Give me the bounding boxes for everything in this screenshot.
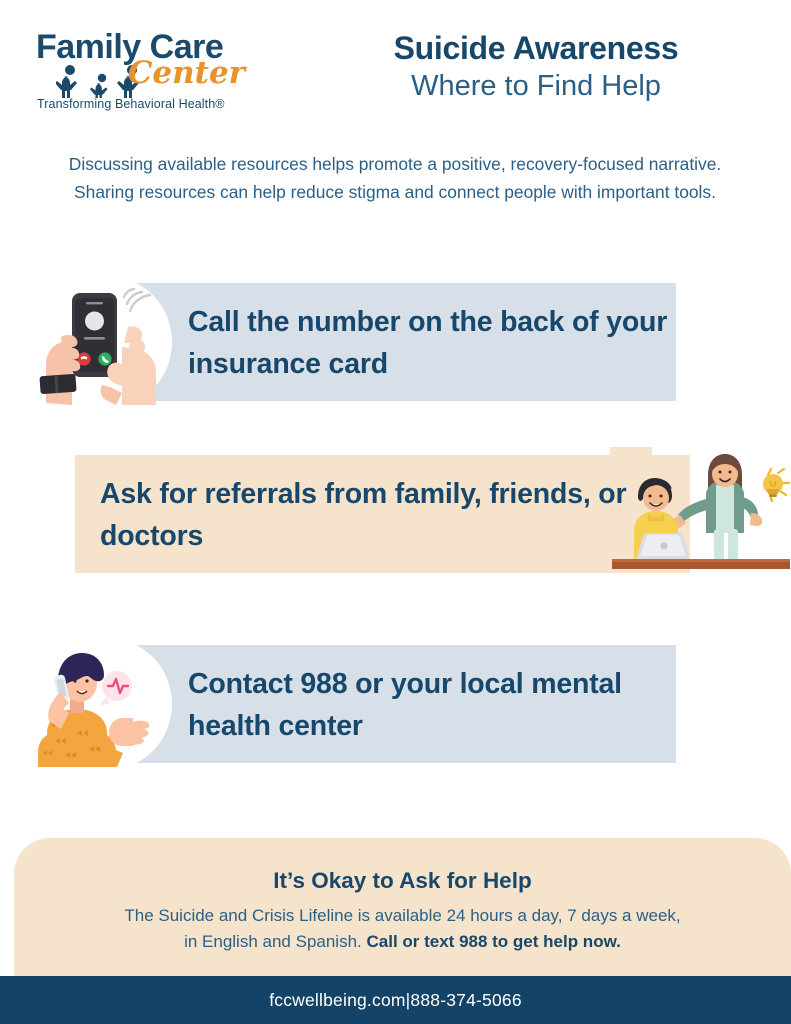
tip-card-referrals: Ask for referrals from family, friends, …: [75, 447, 791, 573]
page-footer: fccwellbeing.com | 888-374-5066: [0, 976, 791, 1024]
logo-tagline: Transforming Behavioral Health®: [37, 97, 225, 111]
tip-card-text: Contact 988 or your local mental health …: [188, 668, 622, 743]
tip-card-988: Contact 988 or your local mental health …: [38, 639, 676, 769]
footer-website[interactable]: fccwellbeing.com: [269, 989, 406, 1010]
tip-card-band: [110, 645, 676, 763]
help-callout: It’s Okay to Ask for Help The Suicide an…: [14, 838, 791, 976]
page-title-sub: Where to Find Help: [411, 69, 661, 102]
callout-line-2-bold: Call or text 988 to get help now.: [366, 932, 621, 952]
tip-card-text: Ask for referrals from family, friends, …: [100, 478, 627, 553]
footer-separator: |: [405, 989, 411, 1010]
tip-card-band: [110, 283, 676, 401]
page-title-main: Suicide Awareness: [393, 30, 679, 66]
callout-title: It’s Okay to Ask for Help: [273, 868, 532, 893]
person-on-phone-call-illustration: [38, 653, 150, 767]
hands-holding-phone-incoming-call-illustration: [39, 287, 156, 405]
intro-paragraph: Discussing available resources helps pro…: [68, 154, 722, 203]
logo-text-family-care: Family Care: [36, 28, 224, 66]
callout-line-2-normal: in English and Spanish.: [184, 932, 367, 952]
callout-body: The Suicide and Crisis Lifeline is avail…: [14, 903, 791, 956]
footer-phone[interactable]: 888-374-5066: [410, 989, 522, 1010]
three-people-figures-icon: [56, 65, 139, 98]
page-header: Family Care Center Transforming Behavior…: [0, 0, 791, 130]
tip-card-band: [75, 455, 690, 573]
tip-card-insurance: Call the number on the back of your insu…: [39, 277, 676, 407]
callout-line-1: The Suicide and Crisis Lifeline is avail…: [124, 906, 681, 925]
tip-card-text: Call the number on the back of your insu…: [188, 306, 668, 381]
company-logo: Family Care Center Transforming Behavior…: [32, 28, 247, 114]
two-people-laptop-lightbulb-illustration: [610, 447, 791, 569]
page-title: Suicide Awareness Where to Find Help: [326, 30, 746, 104]
logo-text-center: Center: [127, 55, 245, 91]
